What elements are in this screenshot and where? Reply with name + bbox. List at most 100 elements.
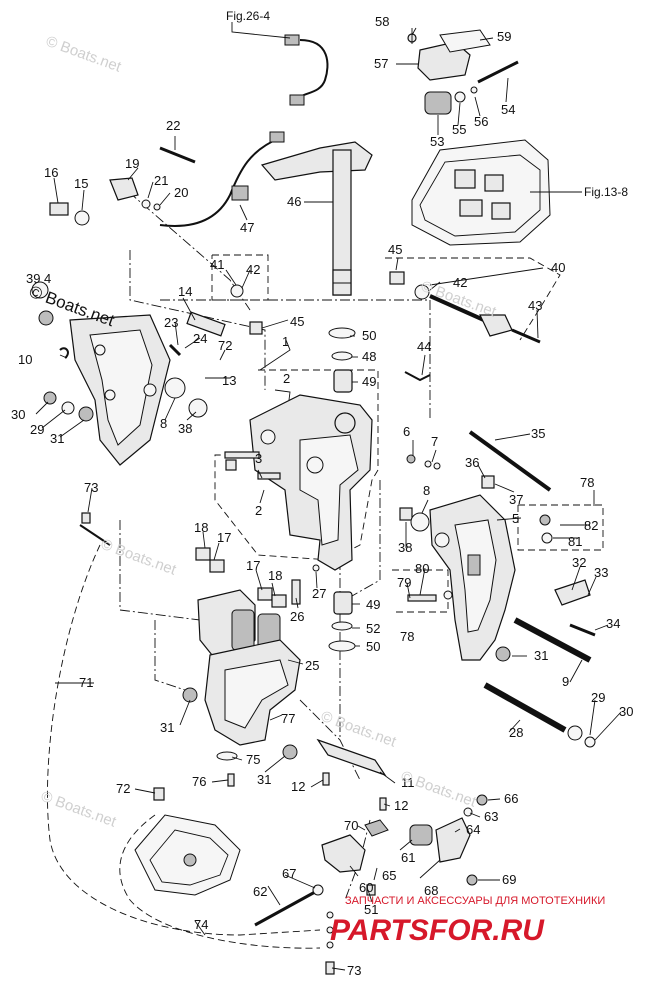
callout-80: 80: [415, 561, 429, 576]
callout-71: 71: [79, 675, 93, 690]
callout-57: 57: [374, 56, 388, 71]
callout-73a: 73: [84, 480, 98, 495]
callout-15: 15: [74, 176, 88, 191]
callout-58: 58: [375, 14, 389, 29]
callout-28: 28: [509, 725, 523, 740]
partsfor-logo: ЗАПЧАСТИ И АКСЕССУАРЫ ДЛЯ МОТОТЕХНИКИ PA…: [330, 895, 605, 947]
callout-42a: 42: [453, 275, 467, 290]
callout-22: 22: [166, 118, 180, 133]
callout-19: 19: [125, 156, 139, 171]
callout-6: 6: [403, 424, 410, 439]
logo-brand: PARTSFOR.RU: [330, 914, 545, 947]
callout-38b: 38: [398, 540, 412, 555]
callout-36: 36: [465, 455, 479, 470]
callout-47: 47: [240, 220, 254, 235]
callout-66: 66: [504, 791, 518, 806]
callout-72a: 72: [218, 338, 232, 353]
callout-29a: 29: [30, 422, 44, 437]
callout-18a: 18: [194, 520, 208, 535]
watermark-1: © Boats.net: [44, 33, 124, 76]
callout-18b: 18: [268, 568, 282, 583]
callout-13: 13: [222, 373, 236, 388]
callout-1: 1: [282, 334, 289, 349]
callout-8b: 8: [423, 483, 430, 498]
callout-78b: 78: [400, 629, 414, 644]
callout-59: 59: [497, 29, 511, 44]
steering-bushings: [328, 327, 356, 652]
callout-2b: 2: [255, 503, 262, 518]
callout-30a: 30: [11, 407, 25, 422]
lower-mount: [153, 738, 488, 975]
callout-56: 56: [474, 114, 488, 129]
callout-63: 63: [484, 809, 498, 824]
callout-44: 44: [417, 339, 431, 354]
figref-13-8: Fig.13-8: [584, 185, 628, 199]
callout-54: 54: [501, 102, 515, 117]
logo-tagline: ЗАПЧАСТИ И АКСЕССУАРЫ ДЛЯ МОТОТЕХНИКИ: [345, 895, 605, 907]
switch-bracket: [407, 28, 519, 115]
callout-79: 79: [397, 575, 411, 590]
callout-35: 35: [531, 426, 545, 441]
callout-27: 27: [312, 586, 326, 601]
callout-17a: 17: [217, 530, 231, 545]
callout-38a: 38: [178, 421, 192, 436]
callout-4: 4: [44, 271, 51, 286]
callout-29b: 29: [591, 690, 605, 705]
callout-14: 14: [178, 284, 192, 299]
callout-70: 70: [344, 818, 358, 833]
callout-17b: 17: [246, 558, 260, 573]
callout-26: 26: [290, 609, 304, 624]
trim-rod: [230, 271, 541, 382]
stern-bracket-right: [399, 430, 591, 661]
callout-73b: 73: [347, 963, 361, 978]
upper-left-hardware: [31, 146, 226, 357]
callout-37: 37: [509, 492, 523, 507]
callout-45b: 45: [290, 314, 304, 329]
callout-12b: 12: [394, 798, 408, 813]
callout-67: 67: [282, 866, 296, 881]
callout-51: 51: [364, 902, 378, 917]
callout-52: 52: [366, 621, 380, 636]
mounting-plate: [411, 139, 560, 246]
callout-8a: 8: [160, 416, 167, 431]
wiring-harness: [159, 34, 329, 227]
callout-68: 68: [424, 883, 438, 898]
callout-60: 60: [359, 880, 373, 895]
callout-53: 53: [430, 134, 444, 149]
callout-3: 3: [255, 451, 262, 466]
stern-bracket-left: [43, 314, 208, 466]
callout-16: 16: [44, 165, 58, 180]
callout-77: 77: [281, 711, 295, 726]
lower-left-bracket: [79, 512, 241, 896]
callout-7: 7: [431, 434, 438, 449]
steering-arm: [260, 141, 373, 296]
callout-33: 33: [594, 565, 608, 580]
callout-64: 64: [466, 822, 480, 837]
callout-42b: 42: [246, 262, 260, 277]
callout-11: 11: [401, 775, 415, 790]
callout-21: 21: [154, 173, 168, 188]
callout-30b: 30: [619, 704, 633, 719]
callout-31c: 31: [160, 720, 174, 735]
callout-5: 5: [512, 511, 519, 526]
callout-25: 25: [305, 658, 319, 673]
tilt-tubes: [483, 617, 596, 748]
callout-24: 24: [193, 331, 207, 346]
callout-32: 32: [572, 555, 586, 570]
callout-31b: 31: [534, 648, 548, 663]
ground-cables: [47, 544, 321, 949]
callout-49a: 49: [362, 374, 376, 389]
callout-12a: 12: [291, 779, 305, 794]
callout-50b: 50: [366, 639, 380, 654]
callout-55: 55: [452, 122, 466, 137]
watermark-4: © Boats.net: [39, 788, 119, 831]
callout-48: 48: [362, 349, 376, 364]
callout-31d: 31: [257, 772, 271, 787]
callout-62: 62: [253, 884, 267, 899]
callout-75: 75: [246, 752, 260, 767]
callout-50a: 50: [362, 328, 376, 343]
callout-34: 34: [606, 616, 620, 631]
callout-46: 46: [287, 194, 301, 209]
callout-76: 76: [192, 774, 206, 789]
